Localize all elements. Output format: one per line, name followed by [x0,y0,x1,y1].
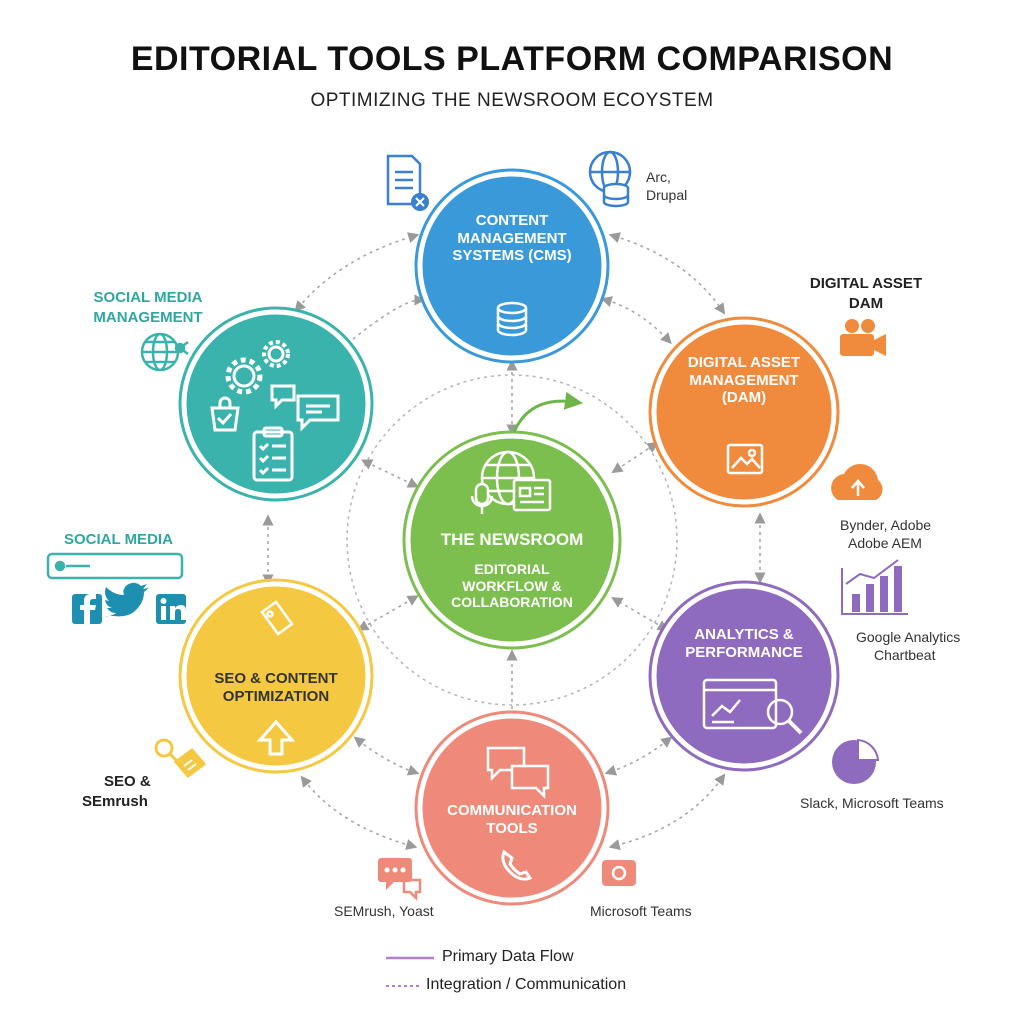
communication-label: COMMUNICATION TOOLS [447,802,577,837]
dam-tools-label-2: Adobe AEM [848,535,922,551]
seo-tools-bottom-label: SEMrush, Yoast [334,903,434,919]
globe-database-icon [588,150,632,208]
analytics-circle [651,583,837,769]
pie-chart-icon [832,738,880,784]
dam-heading-label: DIGITAL ASSET DAM [809,275,923,312]
gears-chat-icon [210,340,340,482]
database-icon [496,301,528,337]
analytics-tools-label-2: Chartbeat [874,647,936,663]
analytics-tools-label-1: Google Analytics [856,629,961,645]
link-analytics-newsroom [611,597,669,631]
key-tag-icon [154,738,207,779]
link-comm-seo [300,775,418,850]
link-seo-newsroom [357,595,419,631]
globe-news-icon [470,450,552,514]
link-seo-comm-inner [353,736,420,776]
cloud-upload-icon [831,464,883,500]
twitter-icon [104,582,149,617]
link-cms-dam-inner [600,296,672,345]
dam-label: DIGITAL ASSET MANAGEMENT (DAM) [687,354,801,407]
close-badge-icon [411,193,429,211]
analytics-label: ANALYTICS & PERFORMANCE [685,626,803,661]
page-subtitle: OPTIMIZING THE NEWSROOM ECOYSTEM [310,90,714,111]
cms-circle [417,171,607,361]
linkedin-icon [156,594,186,624]
social-heading-label: SOCIAL MEDIA MANAGEMENT [93,289,203,326]
seo-heading-label-1: SEO & [104,773,151,790]
social-media-label: SOCIAL MEDIA [64,531,173,548]
up-arrow-icon [256,719,296,756]
video-camera-icon [840,319,886,356]
seo-heading-label-2: SEmrush [82,793,148,810]
comm-tools-right-label: Slack, Microsoft Teams [800,795,944,811]
newsroom-title: THE NEWSROOM [440,530,584,549]
social-search-bar [46,552,184,580]
analytics-search-icon [702,678,803,735]
cms-label: CONTENT MANAGEMENT SYSTEMS (CMS) [452,212,572,265]
cms-tools-label: Arc, Drupal [646,169,688,204]
globe-network-icon [140,332,189,372]
facebook-icon [72,594,102,624]
link-social-dam [337,294,426,352]
legend-integration-label: Integration / Communication [426,976,627,993]
link-social-newsroom [360,459,420,488]
seo-circle [181,581,371,771]
phone-icon [501,849,533,881]
seo-label: SEO & CONTENT OPTIMIZATION [214,670,338,705]
dam-tools-label-1: Bynder, Adobe [840,517,932,533]
link-dam-newsroom [611,441,659,474]
chat-icon [378,858,422,902]
newsroom-label: EDITORIAL WORKFLOW & COLLABORATION [451,561,573,611]
image-icon [726,443,764,475]
tag-icon [260,600,294,636]
link-cms-dam [608,232,726,315]
bar-chart-icon [841,559,908,615]
newsroom-flow-arrow [512,391,583,433]
link-analytics-comm-inner [604,736,673,776]
comm-tools-bottom-label: Microsoft Teams [590,903,692,919]
legend-primary-label: Primary Data Flow [442,948,574,965]
page-title: EDITORIAL TOOLS PLATFORM COMPARISON [130,40,894,78]
document-icon [386,154,422,206]
video-call-icon [602,860,636,886]
communication-circle [417,713,607,903]
link-analytics-comm [608,773,726,851]
dam-circle [651,319,837,505]
newsroom-circle [405,433,619,647]
link-social-cms [294,232,420,313]
chat-bubbles-icon [486,746,550,800]
